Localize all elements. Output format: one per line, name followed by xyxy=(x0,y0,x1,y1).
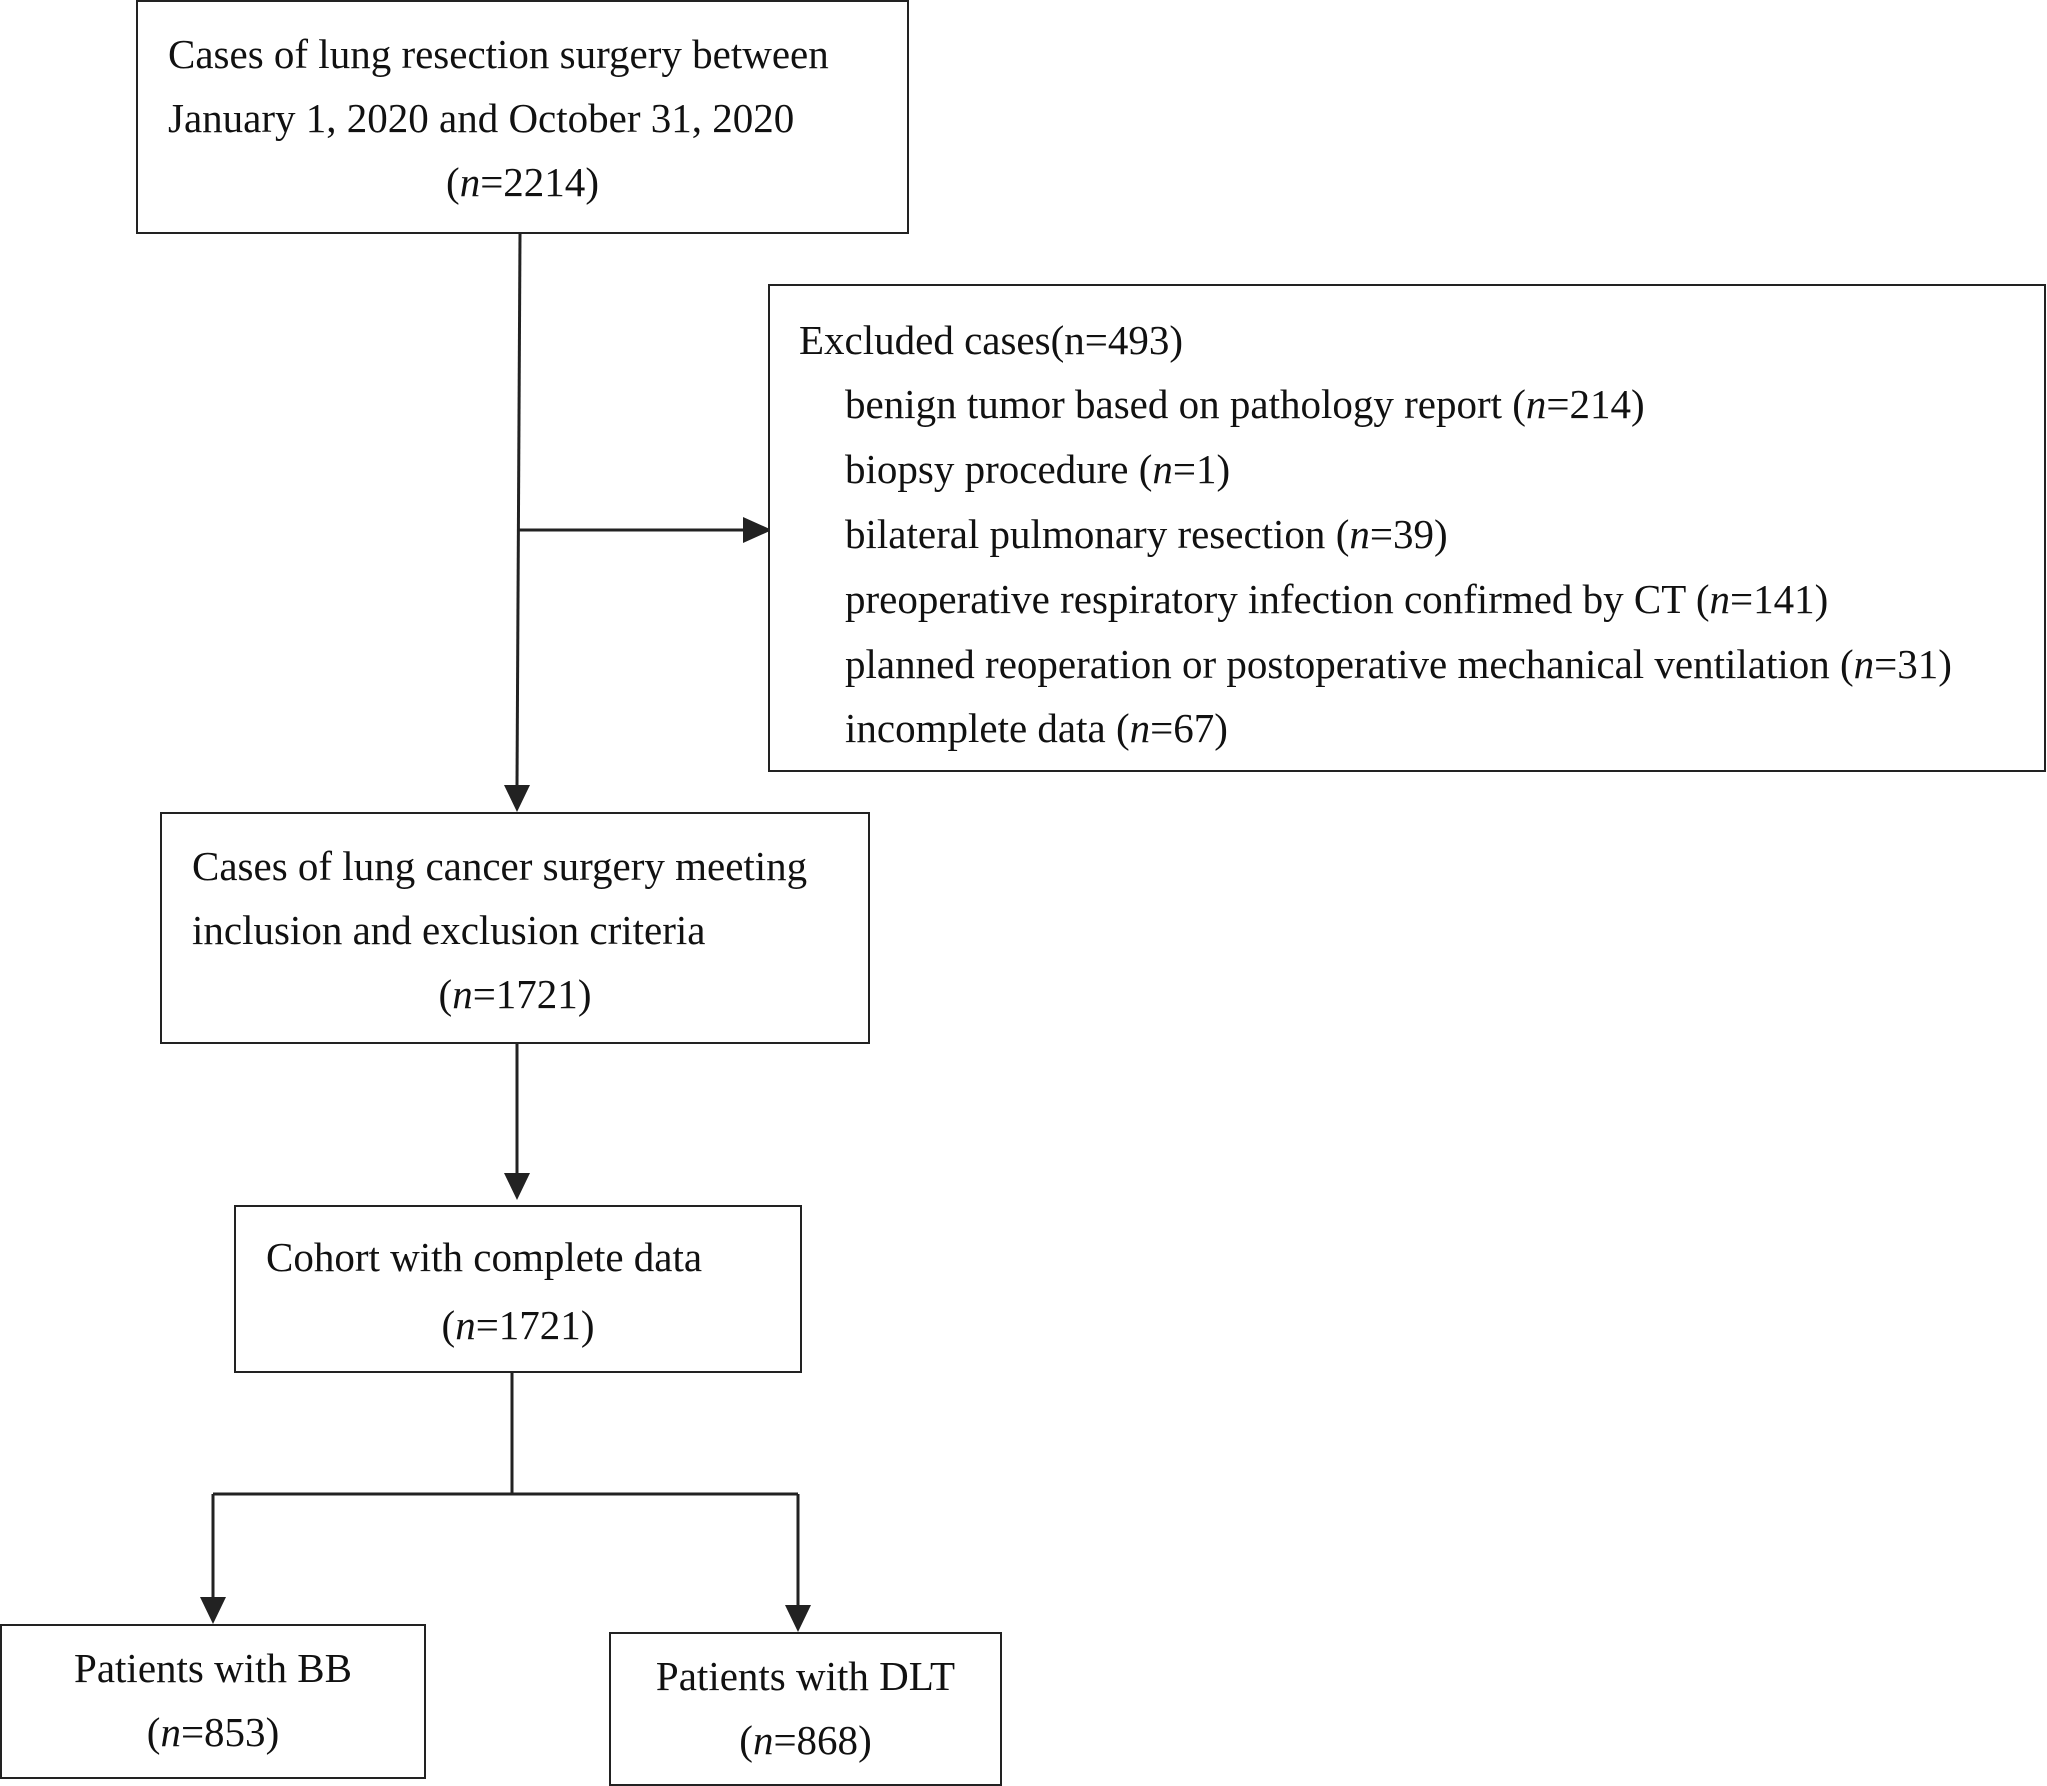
excluded-item: benign tumor based on pathology report (… xyxy=(845,381,1645,427)
box-cohort: Cohort with complete data (n=1721) xyxy=(234,1205,802,1373)
excluded-item: preoperative respiratory infection confi… xyxy=(845,576,1829,622)
arrow-start-to-criteria xyxy=(515,233,522,786)
arrowhead-cohort xyxy=(504,1173,530,1200)
dlt-line1: Patients with DLT xyxy=(655,1653,956,1699)
excluded-item-count: =1 xyxy=(1172,446,1217,492)
criteria-line2: inclusion and exclusion criteria xyxy=(192,907,706,953)
box-initial-cases: Cases of lung resection surgery between … xyxy=(136,0,909,234)
n-variable: n xyxy=(1709,576,1731,622)
excluded-item: biopsy procedure (n=1) xyxy=(845,446,1231,492)
box-patients-bb: Patients with BB (n=853) xyxy=(0,1624,426,1779)
n-variable: n xyxy=(1525,381,1547,427)
criteria-count: (n=1721) xyxy=(438,971,592,1017)
arrowhead-criteria xyxy=(504,785,530,812)
excluded-item-count: =67 xyxy=(1150,705,1215,751)
excluded-item-label: preoperative respiratory infection confi… xyxy=(845,576,1686,622)
n-variable: n xyxy=(160,1709,181,1755)
excluded-item-label: planned reoperation or postoperative mec… xyxy=(845,641,1830,687)
n-variable: n xyxy=(455,1302,476,1348)
box-excluded-cases: Excluded cases(n=493) benign tumor based… xyxy=(768,284,2046,772)
excluded-item-label: bilateral pulmonary resection xyxy=(845,511,1326,557)
n-variable: n xyxy=(452,971,473,1017)
bb-line1: Patients with BB xyxy=(74,1645,352,1691)
initial-cases-count: (n=2214) xyxy=(446,159,599,205)
excluded-item-count: =141 xyxy=(1730,576,1815,622)
excluded-item: planned reoperation or postoperative mec… xyxy=(845,641,1952,687)
box-patients-dlt: Patients with DLT (n=868) xyxy=(609,1632,1002,1786)
cohort-count: (n=1721) xyxy=(441,1302,595,1348)
bb-count: (n=853) xyxy=(146,1709,280,1755)
criteria-line1: Cases of lung cancer surgery meeting xyxy=(192,843,808,889)
n-variable: n xyxy=(1152,446,1173,492)
dlt-count-value: =868 xyxy=(773,1717,859,1763)
excluded-item-count: =31 xyxy=(1874,641,1939,687)
initial-cases-line1: Cases of lung resection surgery between xyxy=(168,31,829,77)
excluded-item-label: incomplete data xyxy=(845,705,1106,751)
n-variable: n xyxy=(459,159,481,205)
box-criteria-cases: Cases of lung cancer surgery meeting inc… xyxy=(160,812,870,1044)
dlt-count: (n=868) xyxy=(739,1717,872,1763)
arrowhead-bb xyxy=(200,1597,226,1624)
n-variable: n xyxy=(1129,705,1151,751)
n-variable: n xyxy=(752,1717,774,1763)
cohort-count-value: =1721 xyxy=(475,1302,581,1348)
excluded-item-count: =39 xyxy=(1369,511,1434,557)
cohort-line1: Cohort with complete data xyxy=(266,1234,703,1280)
n-variable: n xyxy=(1349,511,1370,557)
excluded-title: Excluded cases(n=493) xyxy=(799,317,1184,363)
arrowhead-excluded xyxy=(743,517,772,543)
excluded-item-count: =214 xyxy=(1546,381,1632,427)
arrowhead-dlt xyxy=(785,1605,811,1632)
excluded-item-label: benign tumor based on pathology report xyxy=(845,381,1503,427)
initial-cases-count-value: =2214 xyxy=(480,159,586,205)
initial-cases-line2: January 1, 2020 and October 31, 2020 xyxy=(168,95,795,141)
criteria-count-value: =1721 xyxy=(472,971,578,1017)
excluded-item: bilateral pulmonary resection (n=39) xyxy=(845,511,1448,557)
bb-count-value: =853 xyxy=(180,1709,266,1755)
excluded-item-label: biopsy procedure xyxy=(845,446,1129,492)
excluded-item: incomplete data (n=67) xyxy=(845,705,1228,751)
n-variable: n xyxy=(1853,641,1875,687)
